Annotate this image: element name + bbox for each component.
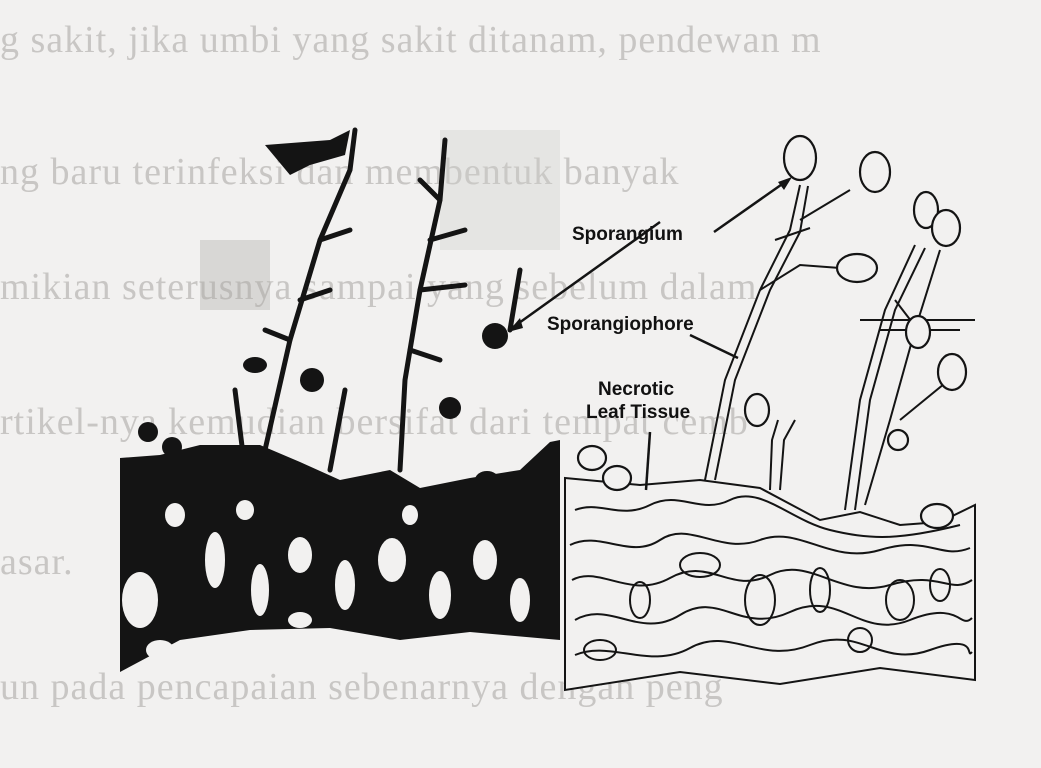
sporangiophore-leader — [690, 335, 738, 358]
necrotic-leader — [646, 432, 650, 490]
label-necrotic-line1: Necrotic — [598, 379, 674, 400]
photomicrograph-panel — [120, 130, 560, 672]
sporangium-leader-right — [714, 180, 788, 232]
label-necrotic-line2: Leaf Tissue — [586, 402, 690, 423]
label-sporangium: Sporangium — [572, 224, 683, 245]
label-sporangiophore: Sporangiophore — [547, 314, 694, 335]
